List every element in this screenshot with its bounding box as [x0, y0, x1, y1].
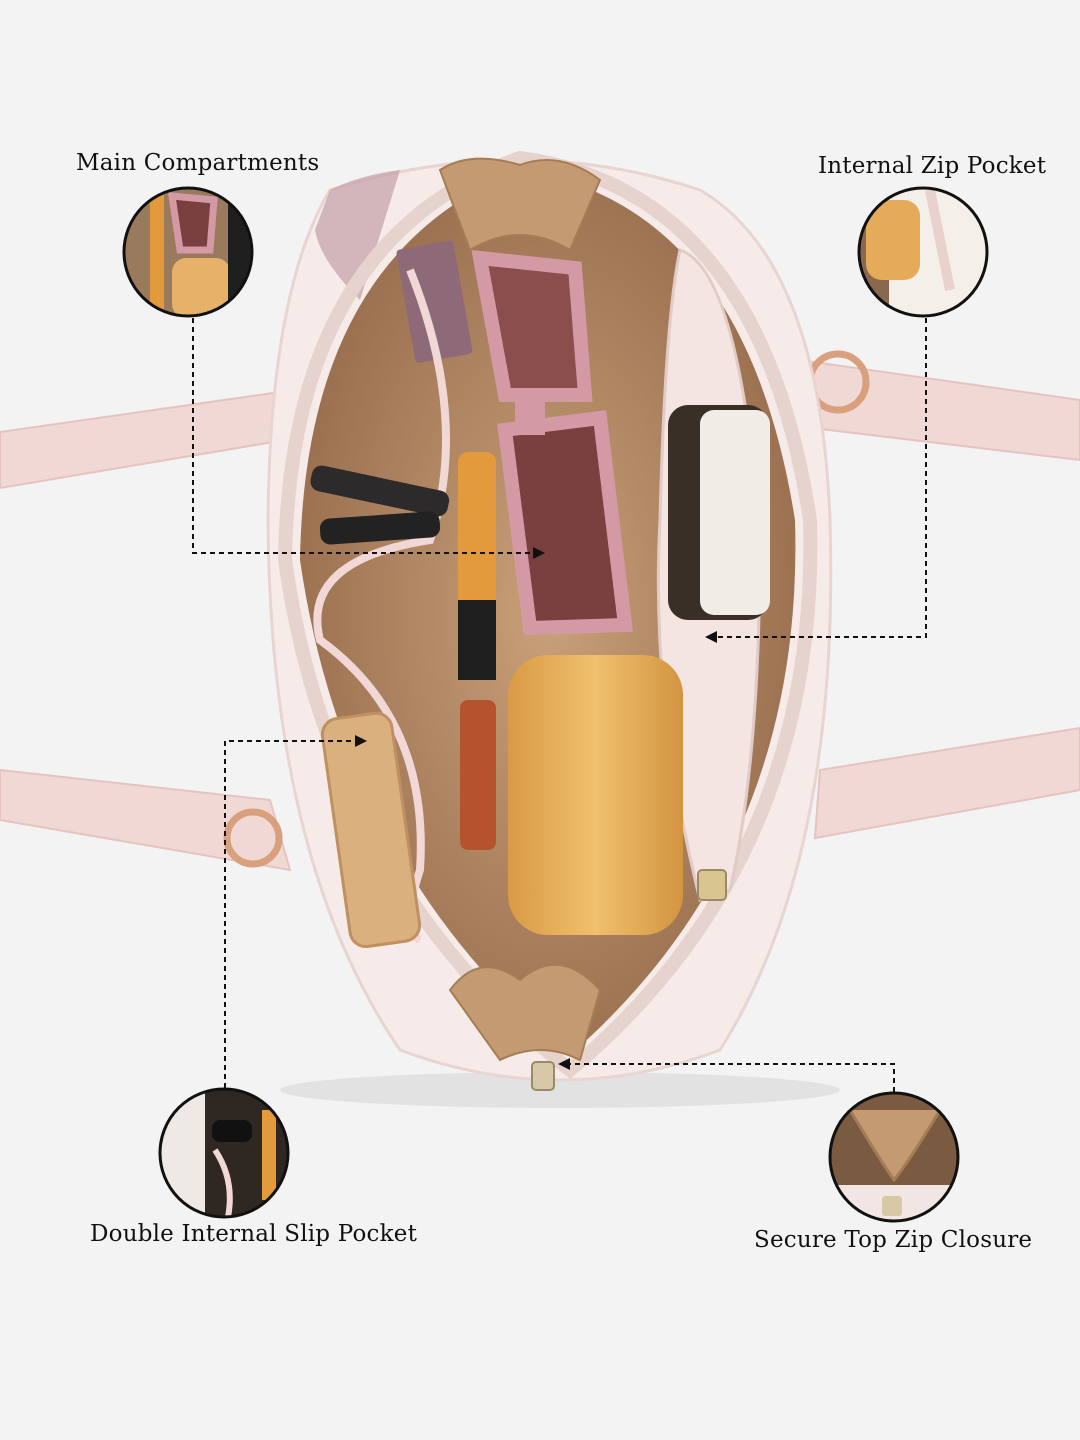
- pens: [310, 465, 450, 545]
- zoom-internal-zip-pocket: [857, 186, 989, 318]
- zip-puller: [531, 1061, 555, 1091]
- left-strap-bottom: [0, 768, 292, 872]
- left-strap-top: [0, 390, 287, 490]
- callout-lines: [192, 318, 927, 1092]
- cosmetic-tube: [396, 240, 473, 363]
- zoom-main-compartments: [122, 186, 254, 318]
- bottle: [508, 655, 683, 935]
- pocket-zip-puller: [697, 869, 727, 901]
- zip-track: [277, 150, 818, 1080]
- bag-side-print: [315, 170, 400, 300]
- strap-ring-left: [223, 808, 283, 868]
- label-double-internal-slip-pocket: Double Internal Slip Pocket: [90, 1221, 418, 1247]
- zoom-secure-top-zip: [828, 1091, 960, 1223]
- right-strap-bottom: [813, 726, 1080, 840]
- label-internal-zip-pocket: Internal Zip Pocket: [818, 153, 1047, 179]
- lining-fold-top: [438, 157, 602, 252]
- phone: [320, 711, 422, 949]
- sunglasses: [471, 250, 633, 636]
- charging-cable: [313, 268, 450, 944]
- lip-gloss: [458, 452, 496, 850]
- lining-fold-bottom: [448, 963, 602, 1062]
- bag-shadow: [280, 1072, 840, 1108]
- label-main-compartments: Main Compartments: [76, 150, 320, 176]
- zoom-double-slip-pocket: [158, 1087, 290, 1219]
- label-secure-top-zip-closure: Secure Top Zip Closure: [754, 1227, 1033, 1253]
